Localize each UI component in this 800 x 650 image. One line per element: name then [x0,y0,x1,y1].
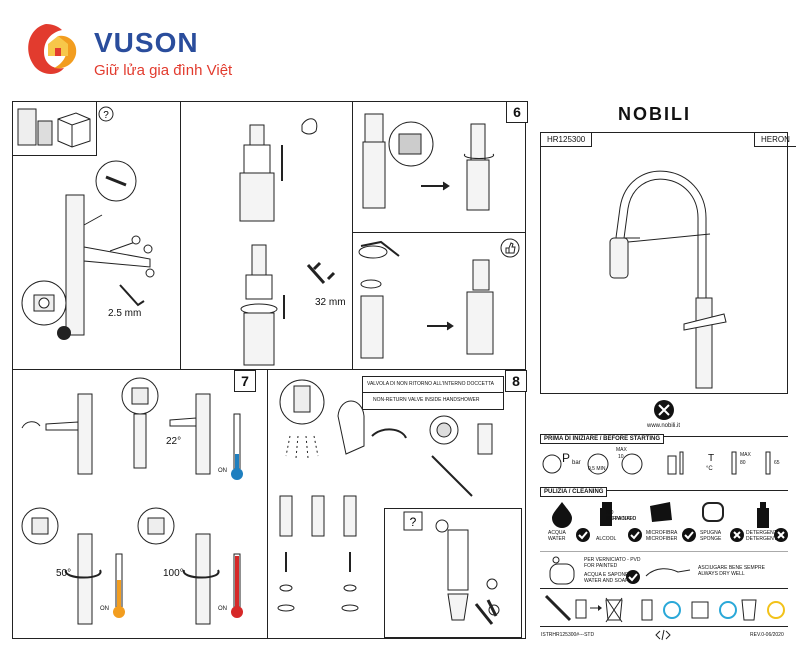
faucet-handle-removal-illustration [21,160,155,340]
cleaning-divider [540,490,788,491]
step8-inset-panel [384,508,522,638]
divider-line [352,232,526,233]
check-valve-label-box: VALVOLA DI NON RITORNO ALL'INTERNO DOCCE… [362,376,504,410]
step6-reassembly-illustration [362,113,494,211]
wiping-hand-icon [645,568,691,577]
sponge-icon [702,502,724,522]
check-valve-en: NON-RETURN VALVE INSIDE HANDSHOWER [373,397,480,403]
manufacturer-logo: NOBILI [618,104,691,124]
pressure-min: 0,5 MIN [588,466,606,472]
spray-bottle-icon [600,502,612,526]
question-icon: ? [98,106,114,122]
pressure-bar: bar [572,460,581,466]
cleaning-item-water: ACQUA WATER [542,500,582,548]
step-number-8: 8 [505,370,527,392]
footer-rev: REV.0-06/2020 [750,632,784,638]
painted-en: FOR PAINTED [584,563,618,569]
check-icon [576,528,590,542]
detergent-bottle-icon [757,502,769,528]
soap-icon [549,556,575,585]
step-number-6: 6 [506,101,528,123]
temp-t: T [708,453,715,464]
angle-100: 100° [163,568,184,579]
recycle-row [544,594,785,623]
brand-tagline: Giữ lửa gia đình Việt [94,62,233,79]
on-label-hot: ON [218,606,227,612]
cross-icon [730,528,744,542]
footer-code: ISTRHR125300#---STD [541,632,595,638]
before-start-label: PRIMA DI INIZIARE / BEFORE STARTING [540,434,665,444]
temp-c: °C [706,466,713,472]
step7-temperature-illustration [21,377,243,625]
dry-it: ASCIUGARE BENE SEMPRE [698,565,765,571]
dry-en: ALWAYS DRY WELL [698,571,745,577]
parts-box-inset [12,101,97,156]
step6-cartridge-install-illustration [358,240,494,359]
cartridge-removal-illustration [239,118,336,366]
footer-divider [540,626,788,627]
faucet-product-illustration [609,170,727,389]
step-number-7: 7 [234,370,256,392]
on-label-cold: ON [218,468,227,474]
flame-house-icon [28,24,77,74]
water-drop-icon [552,502,572,528]
recycle-divider [540,588,788,589]
soap-it: ACQUA E SAPONE [584,572,629,578]
cleaning-item-alcohol: NO VERNICIATO NO PAINTED ALCOOL [594,500,644,548]
pressure-max-val: 10 [618,454,624,460]
step8-handshower-illustration [277,379,493,612]
cleaning-item-detergent: DETERGENTI DETERGENT [746,500,790,548]
step8-hose-install-illustration [435,519,500,625]
temp-max: MAX [740,452,751,458]
soap-en: WATER AND SOAP [584,578,629,584]
question-icon: ? [403,511,423,531]
cloth-icon [650,502,672,522]
temp-80: 80 [740,460,746,466]
code-icon [655,629,671,641]
check-icon [628,528,642,542]
before-start-icons [542,451,771,475]
pressure-max: MAX [616,447,627,453]
svg-text:?: ? [103,110,109,121]
product-code-label: HR125300 [541,133,593,147]
cross-icon [774,528,788,542]
wrench-size: 32 mm [315,297,346,308]
tools-icon [654,400,674,420]
pressure-p: P [562,451,571,465]
angle-22: 22° [166,436,182,447]
check-icon [626,570,640,584]
website: www.nobili.it [647,423,681,429]
allen-key-size: 2.5 mm [108,308,142,319]
check-icon [682,528,696,542]
brand-name: VUSON [94,27,199,58]
svg-text:?: ? [410,515,417,529]
parts-box-illustration [17,108,91,148]
cleaning-label: PULIZIA / CLEANING [540,487,608,497]
temp-65: 65 [774,460,780,466]
painted-it: PER VERNICIATO - PVD [584,557,641,563]
angle-50: 50° [56,568,72,579]
check-valve-it: VALVOLA DI NON RITORNO ALL'INTERNO DOCCE… [367,381,494,387]
painted-divider [540,551,788,552]
cleaning-item-microfiber: MICROFIBRA MICROFIBER [644,500,694,548]
brand-logo [18,18,88,80]
thumbs-up-icon [500,238,520,258]
cleaning-item-sponge: SPUGNA SPONGE [698,500,744,548]
product-model-label: HERON [754,133,796,147]
on-label-warm: ON [100,606,109,612]
